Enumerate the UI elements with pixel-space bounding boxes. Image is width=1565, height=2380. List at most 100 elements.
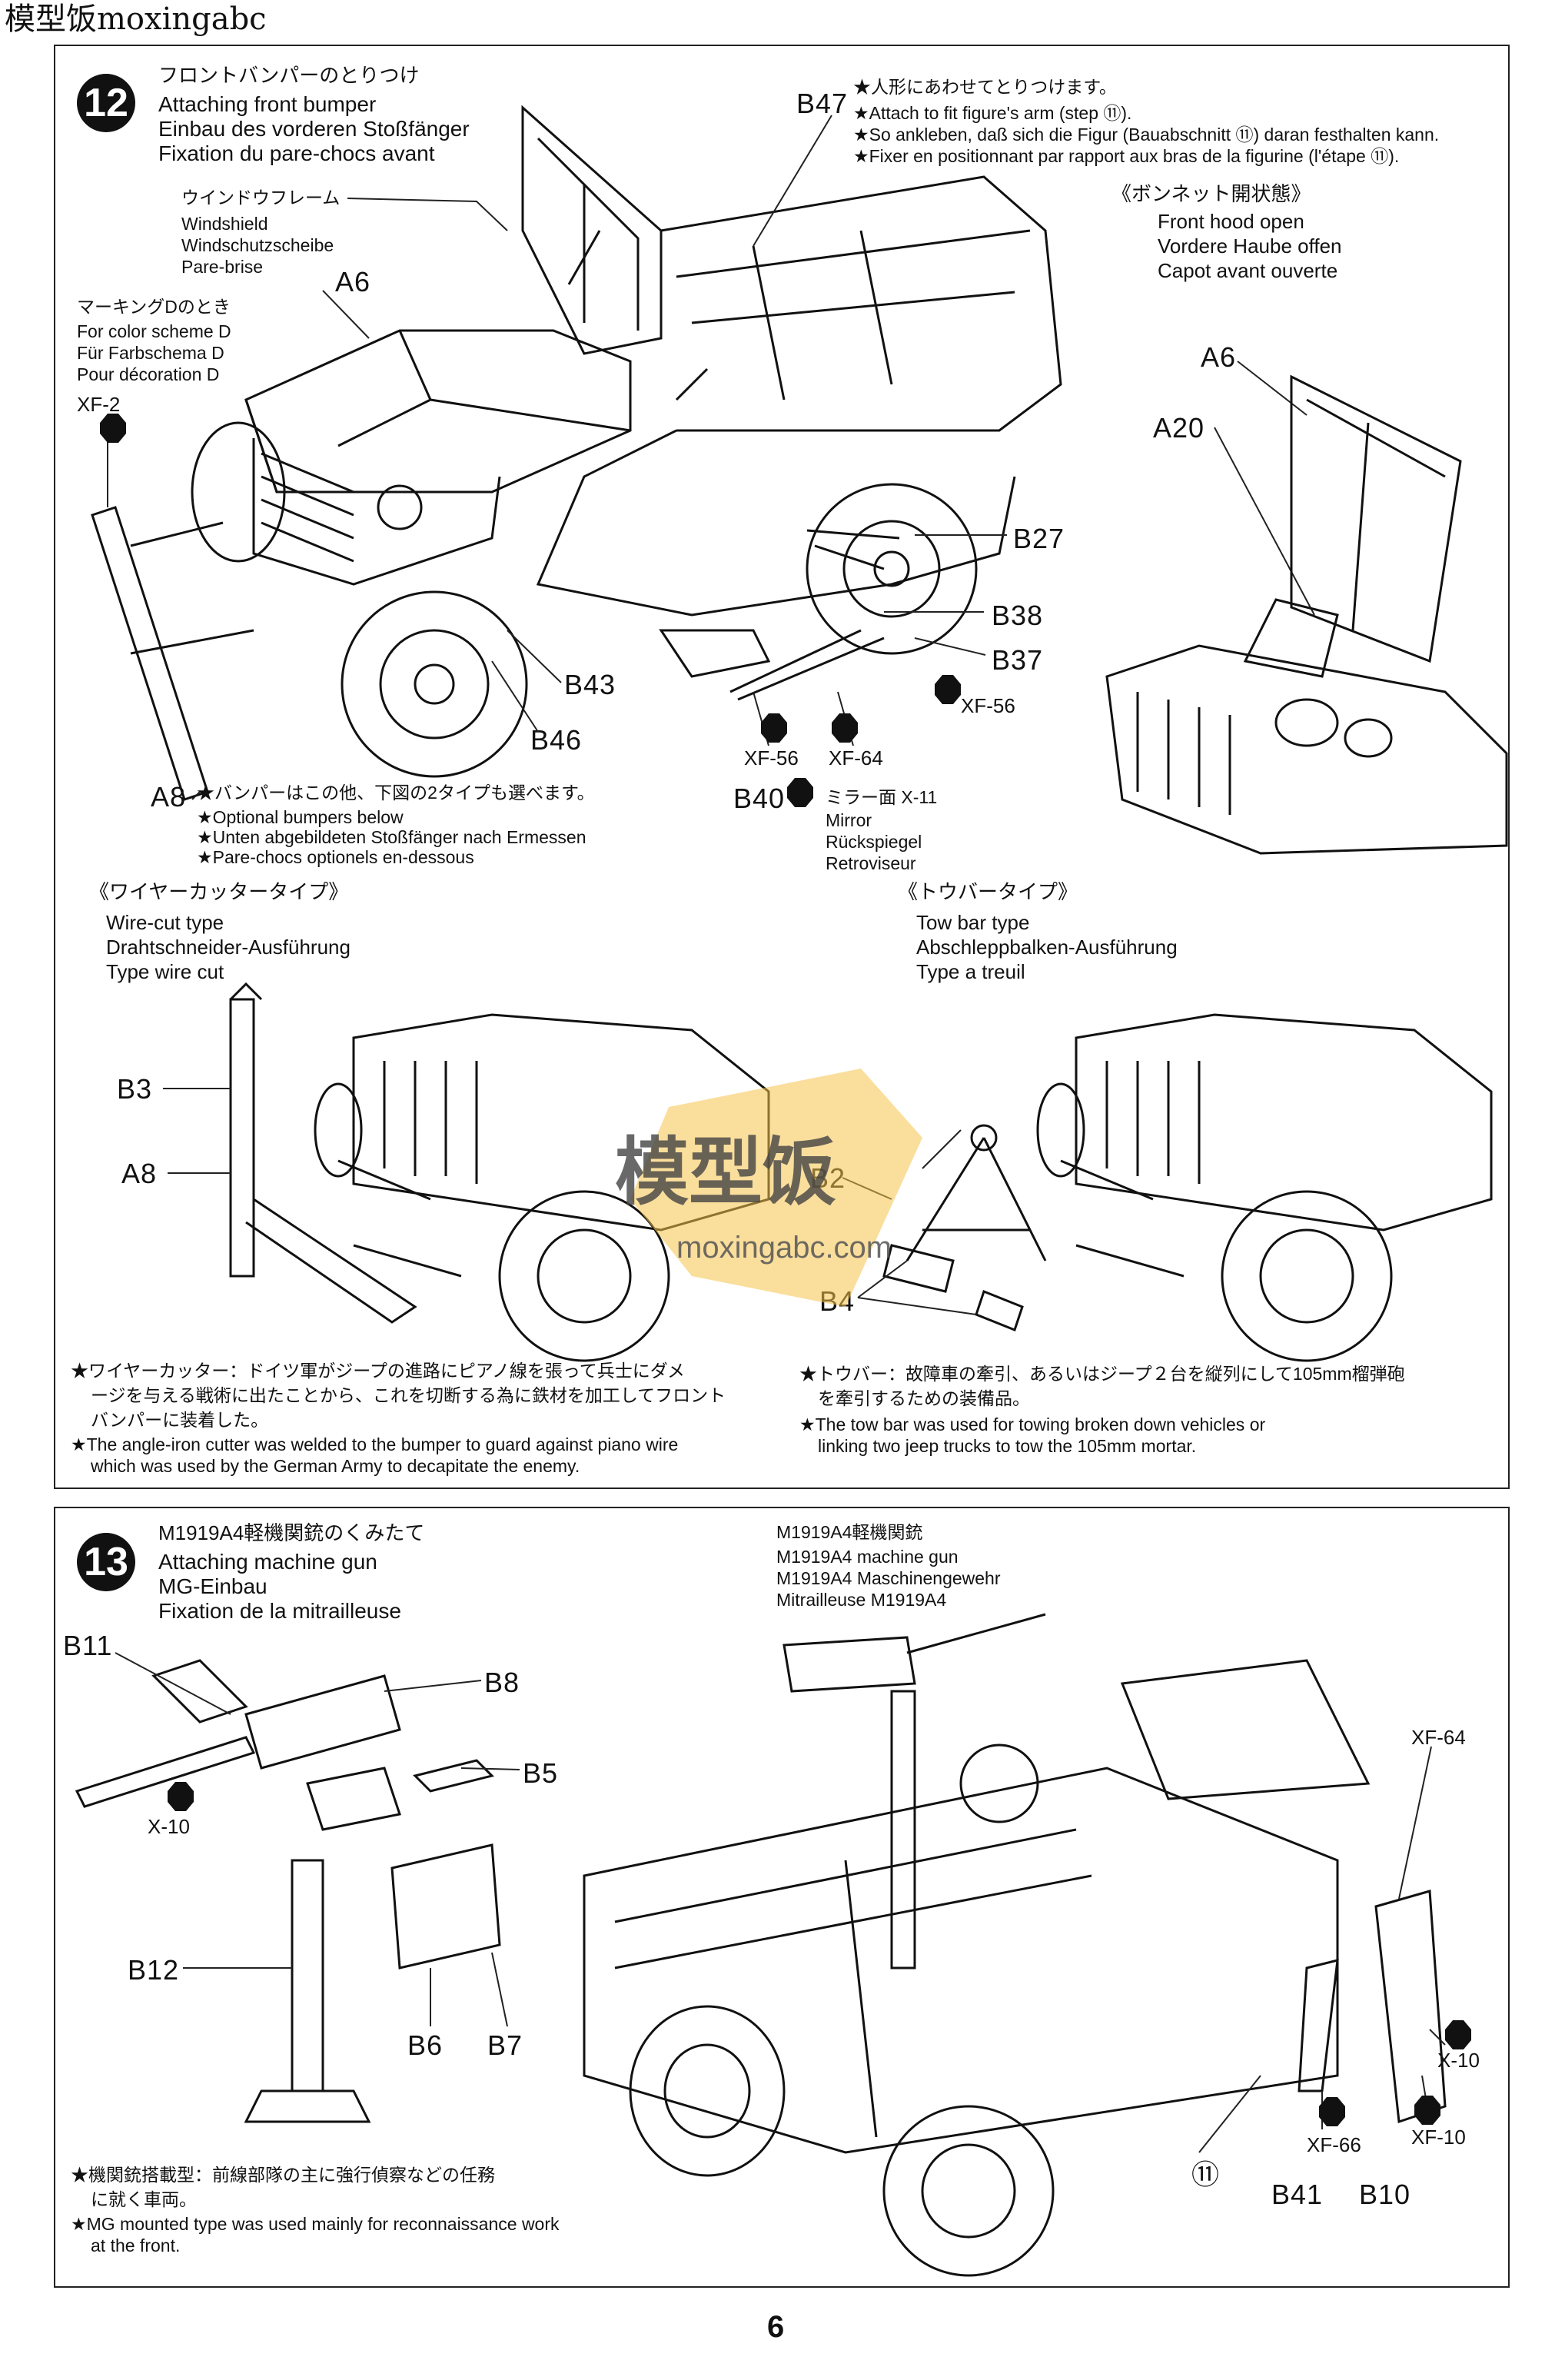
mg-note-en-1: ★MG mounted type was used mainly for rec… <box>71 2214 560 2234</box>
mg-note-en-2: at the front. <box>91 2235 181 2255</box>
hood-open-jp: 《ボンネット開状態》 <box>1111 182 1311 205</box>
step-12-title-fr: Fixation du pare-chocs avant <box>158 141 435 165</box>
bumper-note-jp: ★バンパーはこの他、下図の2タイプも選べます。 <box>197 783 595 803</box>
part-b8: B8 <box>484 1667 520 1698</box>
wire-cut-de: Drahtschneider-Ausführung <box>106 936 351 959</box>
step-11-reference: ⑪ <box>1191 2159 1221 2190</box>
mg-note-jp-1: ★機関銃搭載型：前線部隊の主に強行偵察などの任務 <box>71 2165 495 2185</box>
b47-note-jp: ★人形にあわせてとりつけます。 <box>853 77 1117 97</box>
step-12-title-de: Einbau des vorderen Stoßfänger <box>158 117 470 141</box>
step-13-number: 13 <box>77 1533 135 1591</box>
step-13-title-fr: Fixation de la mitrailleuse <box>158 1599 401 1623</box>
marking-jp: マーキングDのとき <box>77 297 231 317</box>
part-b47: B47 <box>796 88 849 119</box>
leader-lines-step12 <box>107 115 1315 800</box>
gun-label-de: M1919A4 Maschinengewehr <box>776 1568 1001 1588</box>
step-12-panel <box>54 45 1510 1489</box>
part-b12: B12 <box>128 1954 180 1986</box>
part-b46: B46 <box>530 724 583 756</box>
part-b3: B3 <box>117 1073 153 1105</box>
watermark-chinese: 模型饭 <box>615 1129 836 1215</box>
wire-note-jp-3: バンパーに装着した。 <box>91 1410 269 1430</box>
jeep-with-mg-illustration <box>583 1613 1447 2277</box>
leader-lines-tow <box>842 1129 977 1315</box>
paint-icons <box>100 414 1471 2126</box>
hood-open-fr: Capot avant ouverte <box>1158 259 1338 282</box>
paint-xf64: XF-64 <box>829 746 883 770</box>
machine-gun-parts-illustration <box>75 1659 501 2123</box>
tow-note-jp-2: を牽引するための装備品。 <box>818 1388 1030 1408</box>
gun-label-jp: M1919A4軽機関銃 <box>776 1522 923 1542</box>
windshield-fr: Pare-brise <box>181 257 264 277</box>
site-header: 模型饭moxingabc <box>5 2 267 37</box>
windshield-en: Windshield <box>181 214 268 234</box>
b47-note-en: ★Attach to fit figure's arm (step ⑪). <box>853 103 1132 123</box>
page-number: 6 <box>767 2310 785 2344</box>
paint-xf56: XF-56 <box>744 746 799 770</box>
paint-xf64-13: XF-64 <box>1411 1726 1466 1749</box>
marking-fr: Pour décoration D <box>77 364 220 384</box>
bumper-note-en: ★Optional bumpers below <box>197 807 404 827</box>
marking-de: Für Farbschema D <box>77 343 224 363</box>
tow-bar-de: Abschleppbalken-Ausführung <box>916 936 1178 959</box>
step-12-title-en: Attaching front bumper <box>158 92 377 116</box>
leader-lines-step13 <box>115 1652 520 2027</box>
mirror-fr: Retroviseur <box>826 853 916 873</box>
paint-xf66: XF-66 <box>1307 2133 1361 2156</box>
watermark-url: moxingabc.com <box>676 1231 892 1265</box>
step-13-title-en: Attaching machine gun <box>158 1550 377 1574</box>
part-a6: A6 <box>335 266 371 298</box>
tow-bar-en: Tow bar type <box>916 911 1030 934</box>
paint-xf10: XF-10 <box>1411 2126 1466 2149</box>
leader-lines-step13-jeep <box>1198 1746 1446 2153</box>
part-b6: B6 <box>407 2029 444 2061</box>
part-b41: B41 <box>1271 2179 1324 2210</box>
step-12-title-jp: フロントバンパーのとりつけ <box>158 64 420 87</box>
paint-x10: X-10 <box>148 1815 190 1838</box>
mirror-jp: ミラー面 X-11 <box>826 787 938 807</box>
part-b5: B5 <box>523 1757 559 1789</box>
part-b7: B7 <box>487 2029 523 2061</box>
part-b27: B27 <box>1013 523 1065 554</box>
marking-en: For color scheme D <box>77 321 231 341</box>
tow-bar-jeep-illustration <box>882 1013 1493 1362</box>
part-a8-wire: A8 <box>121 1158 158 1189</box>
paint-x10-13: X-10 <box>1437 2049 1480 2072</box>
wire-note-en-1: ★The angle-iron cutter was welded to the… <box>71 1434 679 1454</box>
part-b38: B38 <box>992 600 1044 631</box>
part-b11: B11 <box>63 1630 113 1661</box>
part-b37: B37 <box>992 644 1044 676</box>
windshield-de: Windschutzscheibe <box>181 235 334 255</box>
mirror-en: Mirror <box>826 810 872 830</box>
part-a20: A20 <box>1153 412 1205 444</box>
tow-note-en-1: ★The tow bar was used for towing broken … <box>799 1414 1266 1434</box>
jeep-main-illustration <box>91 105 1062 801</box>
b47-note-fr: ★Fixer en positionnant par rapport aux b… <box>853 146 1400 166</box>
hood-open-de: Vordere Haube offen <box>1158 234 1342 258</box>
step-13-title-jp: M1919A4軽機関銃のくみたて <box>158 1521 425 1544</box>
paint-xf56-right: XF-56 <box>961 694 1015 717</box>
step-13-title-de: MG-Einbau <box>158 1574 267 1598</box>
step-12-number: 12 <box>77 74 135 132</box>
wire-note-jp-1: ★ワイヤーカッター：ドイツ軍がジープの進路にピアノ線を張って兵士にダメ <box>71 1361 686 1381</box>
mirror-de: Rückspiegel <box>826 832 922 852</box>
windshield-jp: ウインドウフレーム <box>181 188 341 208</box>
tow-note-en-2: linking two jeep trucks to tow the 105mm… <box>818 1436 1197 1456</box>
wire-note-jp-2: ージを与える戦術に出たことから、これを切断する為に鉄材を加工してフロント <box>91 1385 726 1405</box>
tow-note-jp-1: ★トウバー：故障車の牽引、あるいはジープ２台を縦列にして105mm榴弾砲 <box>799 1364 1405 1384</box>
step-13-panel <box>54 1507 1510 2288</box>
tow-bar-jp: 《トウバータイプ》 <box>898 880 1078 903</box>
wire-cut-jp: 《ワイヤーカッタータイプ》 <box>89 880 349 903</box>
part-b43: B43 <box>564 669 616 700</box>
paint-xf2: XF-2 <box>77 393 121 416</box>
bumper-note-de: ★Unten abgebildeten Stoßfänger nach Erme… <box>197 827 586 847</box>
part-a6-hood: A6 <box>1201 341 1237 373</box>
bumper-note-fr: ★Pare-chocs optionels en-dessous <box>197 847 474 867</box>
part-b10: B10 <box>1359 2179 1411 2210</box>
tow-bar-fr: Type a treuil <box>916 960 1025 983</box>
wire-cut-fr: Type wire cut <box>106 960 224 983</box>
leader-lines-wire <box>163 1088 231 1174</box>
gun-label-en: M1919A4 machine gun <box>776 1547 959 1567</box>
wire-note-en-2: which was used by the German Army to dec… <box>91 1456 580 1476</box>
